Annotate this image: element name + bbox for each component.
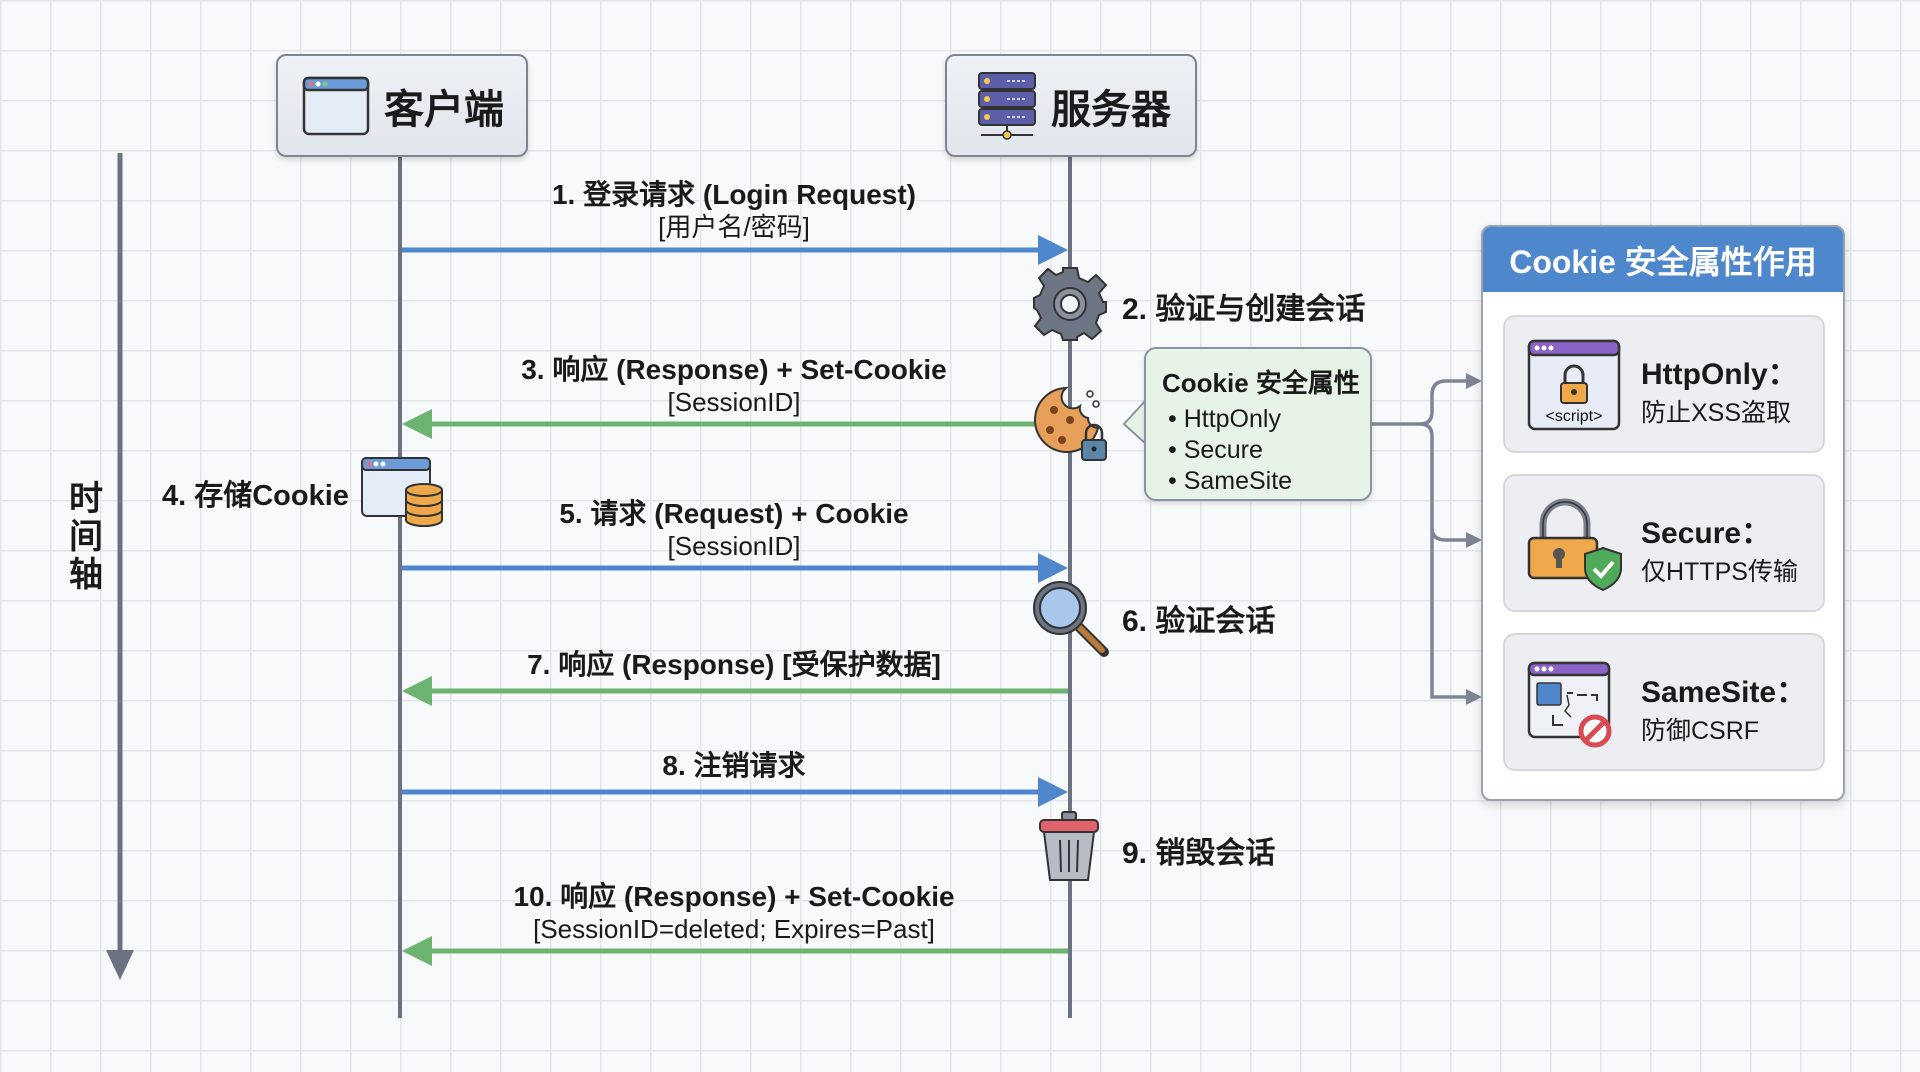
- security-attributes-panel: Cookie 安全属性作用 <script> HttpOnly： 防止XSS盗取…: [1481, 225, 1845, 801]
- attribute-description: 防止XSS盗取: [1641, 399, 1792, 427]
- message-title: 7. 响应 (Response) [受保护数据]: [527, 649, 941, 680]
- message-arrowhead-8: [1038, 777, 1068, 807]
- message-title: 10. 响应 (Response) + Set-Cookie: [513, 881, 955, 912]
- callout-item-samesite: SameSite: [1183, 467, 1293, 495]
- attribute-name: SameSite：: [1641, 676, 1807, 709]
- message-title: 8. 注销请求: [662, 750, 806, 781]
- server-actor-box: 服务器: [945, 54, 1197, 157]
- message-arrowhead-7: [402, 676, 432, 706]
- message-arrowhead-10: [402, 936, 432, 966]
- message-arrowhead-1: [1038, 235, 1068, 265]
- trash-can-icon: [1039, 811, 1099, 881]
- time-axis-char: 时: [69, 480, 103, 518]
- cross-site-block-icon: [1527, 661, 1612, 748]
- step-6-label: 6. 验证会话: [1122, 605, 1276, 638]
- browser-database-icon: [361, 457, 443, 527]
- message-title: 3. 响应 (Response) + Set-Cookie: [521, 354, 947, 385]
- browser-window-icon: [302, 76, 370, 135]
- client-actor-box: 客户端: [276, 54, 528, 157]
- message-5: 5. 请求 (Request) + Cookie [SessionID]: [434, 497, 1034, 561]
- message-arrows: [402, 235, 1068, 966]
- callout-item-secure: Secure: [1183, 436, 1263, 464]
- time-axis-label: 时 间 轴: [66, 480, 106, 594]
- message-title: 5. 请求 (Request) + Cookie: [559, 498, 909, 529]
- message-payload: [用户名/密码]: [658, 212, 810, 242]
- message-3: 3. 响应 (Response) + Set-Cookie [SessionID…: [434, 353, 1034, 417]
- magnifier-icon: [1033, 581, 1109, 657]
- message-payload: [SessionID=deleted; Expires=Past]: [533, 914, 935, 944]
- callout-connector: [1370, 379, 1470, 699]
- message-payload: [SessionID]: [667, 387, 801, 417]
- step-9-label: 9. 销毁会话: [1122, 837, 1276, 870]
- server-label: 服务器: [1051, 87, 1171, 132]
- attribute-name: HttpOnly：: [1641, 358, 1798, 391]
- message-8: 8. 注销请求: [434, 749, 1034, 783]
- script-tag-text: <script>: [1546, 408, 1603, 425]
- client-lifeline: [398, 153, 402, 1018]
- time-axis-arrowhead: [106, 950, 134, 980]
- callout-item-httponly: HttpOnly: [1183, 405, 1281, 433]
- connector-arrowhead-samesite: [1466, 689, 1482, 705]
- callout-item: • SameSite: [1168, 467, 1293, 495]
- time-axis-char: 轴: [69, 556, 103, 594]
- callout-title: Cookie 安全属性: [1162, 368, 1360, 398]
- cookie-attributes-callout: Cookie 安全属性 • HttpOnly • Secure • SameSi…: [1144, 347, 1372, 501]
- callout-item: • Secure: [1168, 436, 1263, 464]
- step-2-label: 2. 验证与创建会话: [1122, 293, 1366, 326]
- server-rack-icon: [978, 71, 1036, 140]
- card-samesite: SameSite： 防御CSRF: [1503, 633, 1825, 771]
- message-arrowhead-3: [402, 409, 432, 439]
- gear-icon: [1033, 267, 1108, 341]
- client-label: 客户端: [384, 87, 504, 132]
- message-1: 1. 登录请求 (Login Request) [用户名/密码]: [434, 178, 1034, 242]
- message-7: 7. 响应 (Response) [受保护数据]: [434, 648, 1034, 682]
- message-10: 10. 响应 (Response) + Set-Cookie [SessionI…: [434, 880, 1034, 944]
- time-axis-char: 间: [69, 518, 103, 556]
- attribute-description: 防御CSRF: [1641, 717, 1760, 745]
- panel-title: Cookie 安全属性作用: [1483, 227, 1843, 292]
- cookie-lock-icon: [1034, 386, 1107, 461]
- attribute-description: 仅HTTPS传输: [1641, 558, 1798, 586]
- script-lock-icon: <script>: [1527, 339, 1621, 431]
- message-payload: [SessionID]: [667, 531, 801, 561]
- connector-arrowhead-secure: [1466, 532, 1482, 548]
- connector-arrowhead-httponly: [1466, 373, 1482, 389]
- card-secure: Secure： 仅HTTPS传输: [1503, 474, 1825, 612]
- message-title: 1. 登录请求 (Login Request): [551, 179, 916, 210]
- attribute-name: Secure：: [1641, 517, 1772, 550]
- card-httponly: <script> HttpOnly： 防止XSS盗取: [1503, 315, 1825, 453]
- padlock-shield-icon: [1527, 498, 1622, 592]
- step-4-label: 4. 存储Cookie: [162, 480, 349, 512]
- callout-item: • HttpOnly: [1168, 405, 1281, 433]
